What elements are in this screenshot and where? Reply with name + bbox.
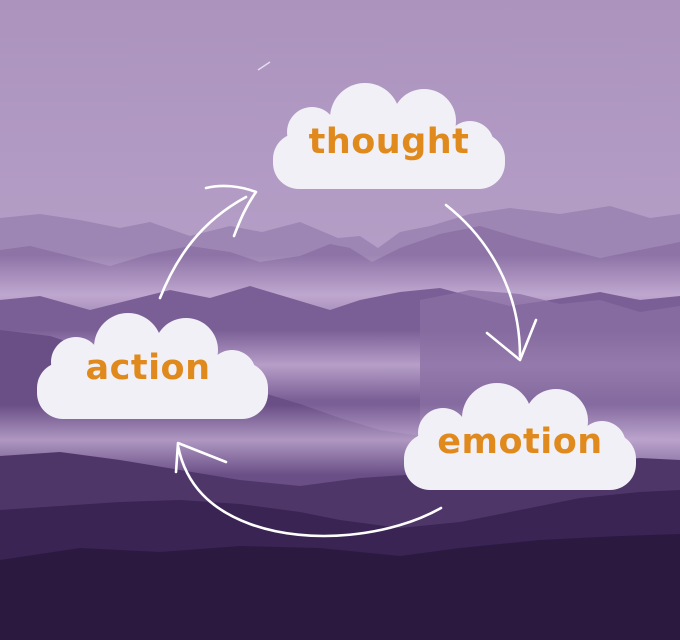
arrowhead-thought [204,184,258,238]
thought-cloud [273,83,505,189]
arrowhead-action [174,441,228,474]
node-thought-label: thought [308,122,470,162]
arrow-thought-to-emotion [444,203,522,358]
node-emotion-label: emotion [437,422,603,462]
dark-hill-front [0,534,680,640]
bird-streak [257,61,271,71]
action-cloud [37,313,268,419]
emotion-cloud [404,383,636,490]
arrow-emotion-to-action [176,444,443,538]
arrow-action-to-thought [158,195,248,300]
arrowhead-emotion [485,318,538,362]
node-action-label: action [85,348,211,388]
